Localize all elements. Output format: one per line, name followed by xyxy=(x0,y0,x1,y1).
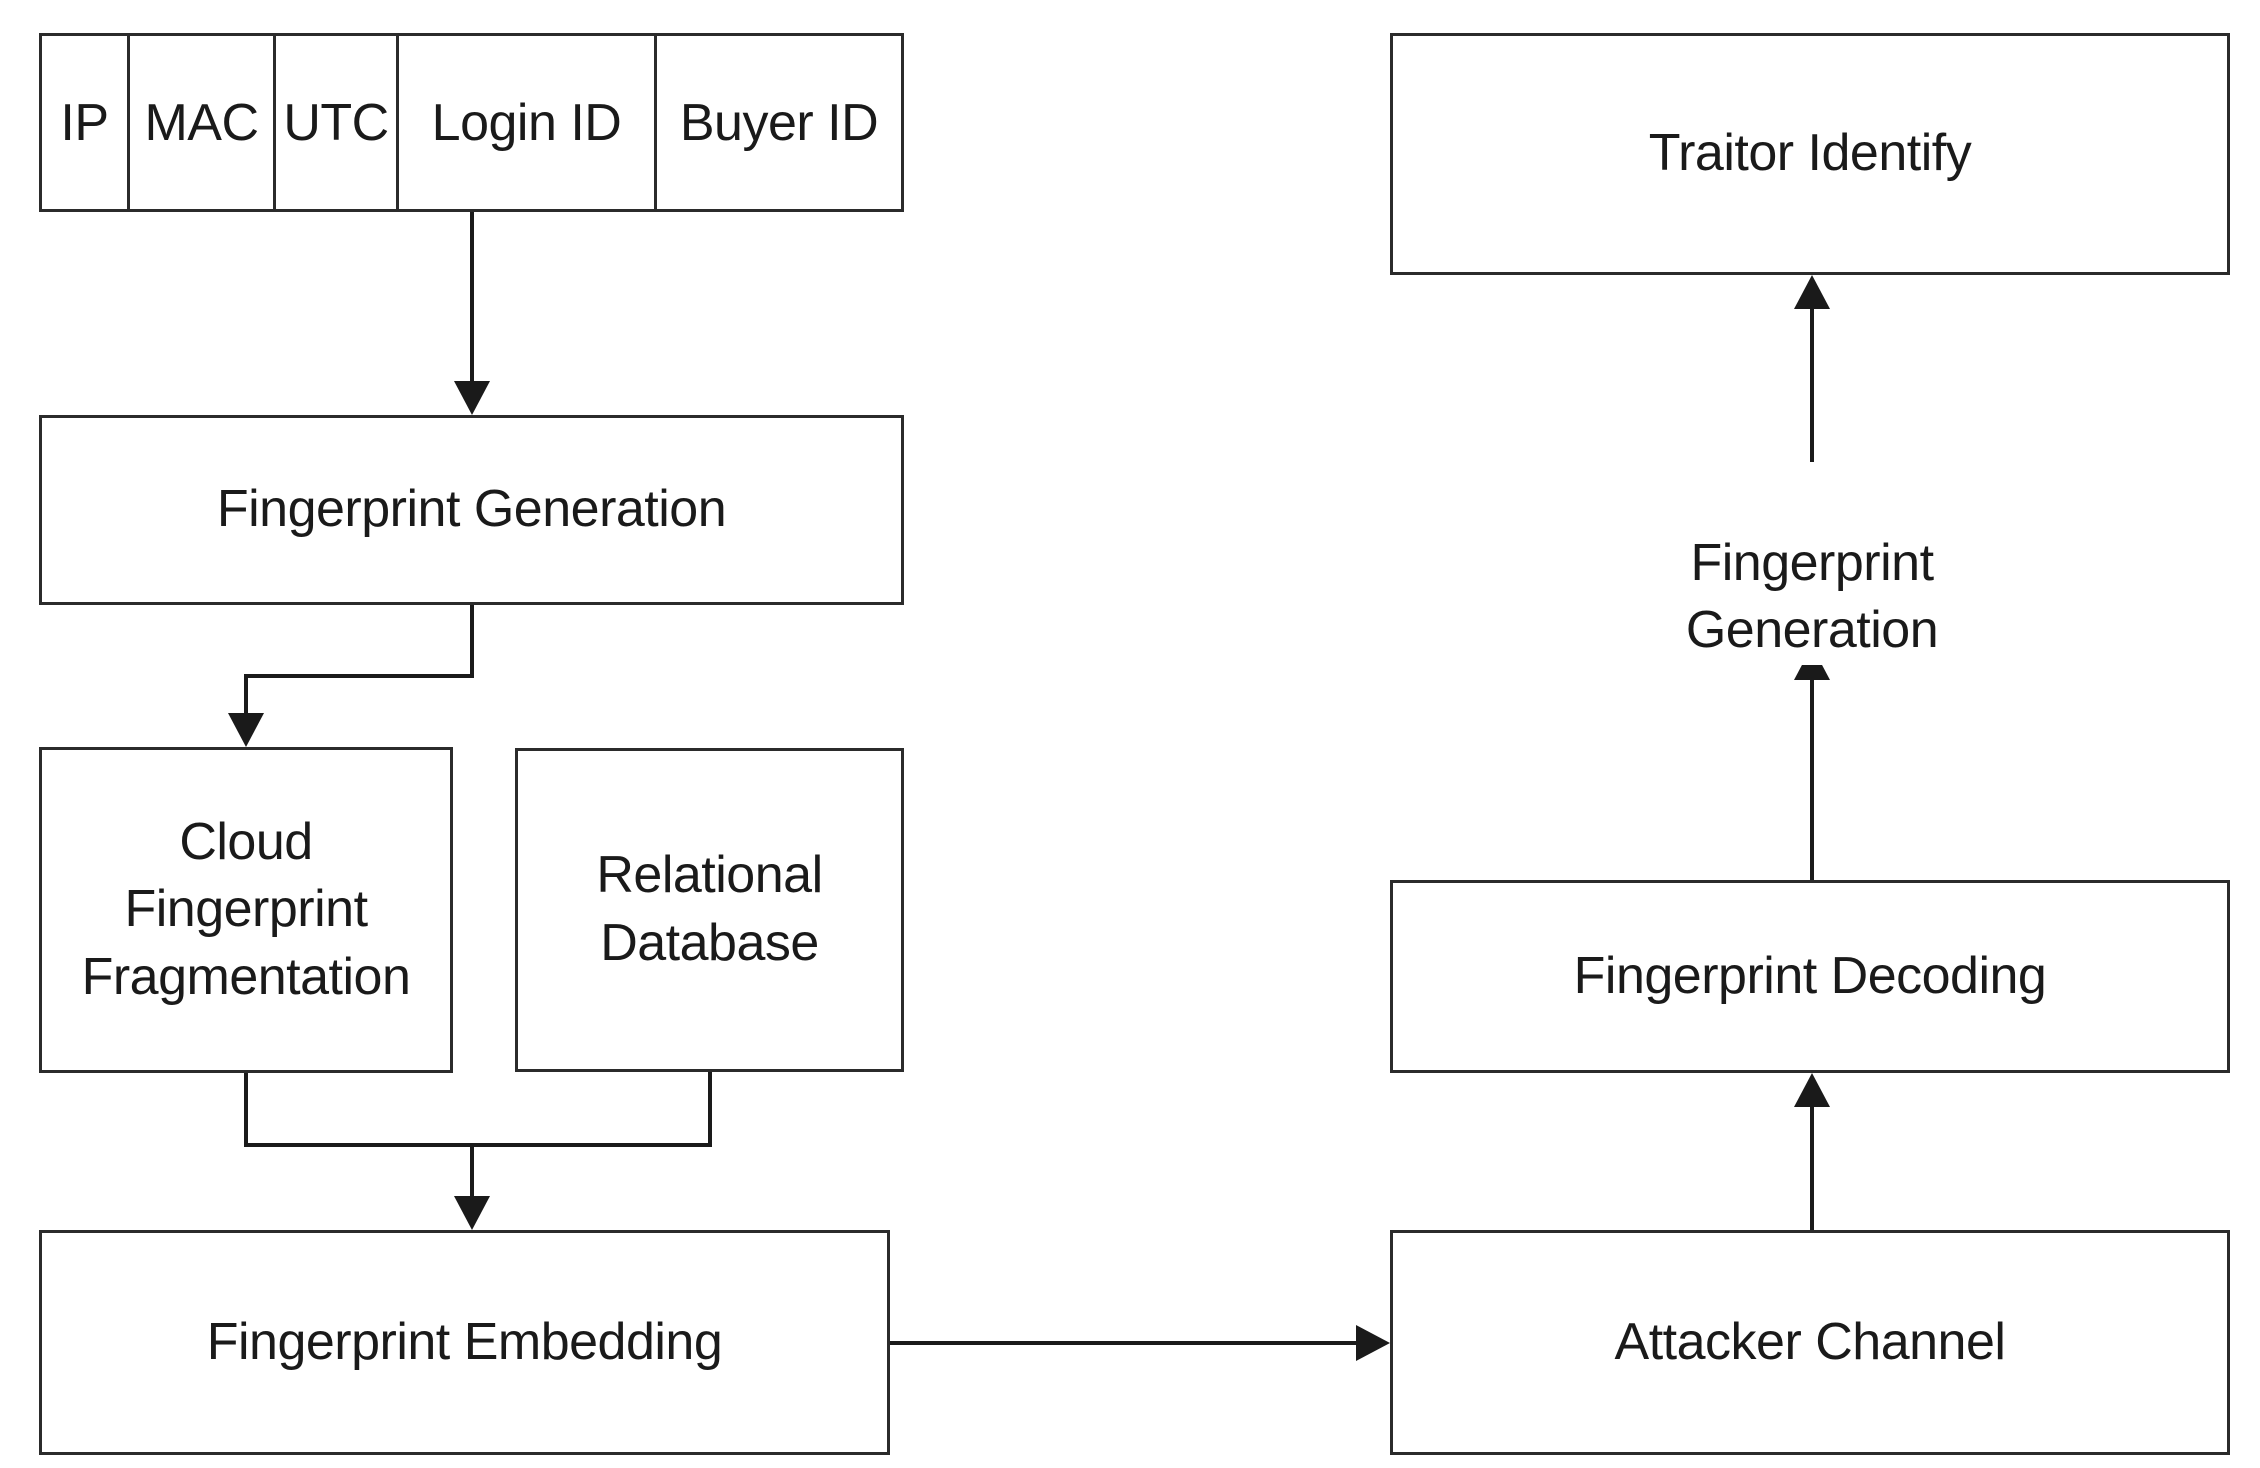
node-attacker-channel: Attacker Channel xyxy=(1390,1230,2230,1455)
node-label: Cloud Fingerprint Fragmentation xyxy=(81,812,411,1006)
edge-fingerprint-generation-to-cloud-fragmentation xyxy=(228,605,474,747)
node-label: Fingerprint Embedding xyxy=(206,1312,723,1371)
node-label: Fingerprint Generation xyxy=(216,480,727,539)
table-cell-utc: UTC xyxy=(276,36,399,209)
node-fingerprint-generation-left: Fingerprint Generation xyxy=(39,415,904,605)
user-record-table: IP MAC UTC Login ID Buyer ID xyxy=(39,33,904,212)
edge-decoding-to-fingerprint-generation-right xyxy=(1794,646,1830,880)
node-label: Traitor Identify xyxy=(1648,124,1972,183)
edge-fragmentation-and-database-to-embedding xyxy=(244,1072,712,1230)
edge-record-table-to-fingerprint-generation xyxy=(454,212,490,415)
table-cell-buyer-id: Buyer ID xyxy=(679,93,879,152)
node-relational-database: Relational Database xyxy=(515,748,904,1072)
node-label: Attacker Channel xyxy=(1614,1312,2006,1371)
node-label: Relational Database xyxy=(596,846,823,972)
edge-fingerprint-generation-right-to-traitor-identify xyxy=(1794,275,1830,466)
node-fingerprint-generation-right: Fingerprint Generation xyxy=(1612,462,2012,665)
table-cell-mac: MAC xyxy=(130,36,276,209)
node-label: Fingerprint Decoding xyxy=(1573,946,2047,1005)
node-label: Fingerprint Generation xyxy=(1685,533,1939,660)
table-cell-login-id: Login ID xyxy=(399,36,657,209)
table-cell-ip: IP xyxy=(42,36,130,209)
edge-embedding-to-attacker-channel xyxy=(890,1325,1390,1361)
node-fingerprint-decoding: Fingerprint Decoding xyxy=(1390,880,2230,1073)
node-cloud-fingerprint-fragmentation: Cloud Fingerprint Fragmentation xyxy=(39,747,453,1073)
edge-attacker-channel-to-decoding xyxy=(1794,1073,1830,1230)
node-traitor-identify: Traitor Identify xyxy=(1390,33,2230,275)
node-fingerprint-embedding: Fingerprint Embedding xyxy=(39,1230,890,1455)
